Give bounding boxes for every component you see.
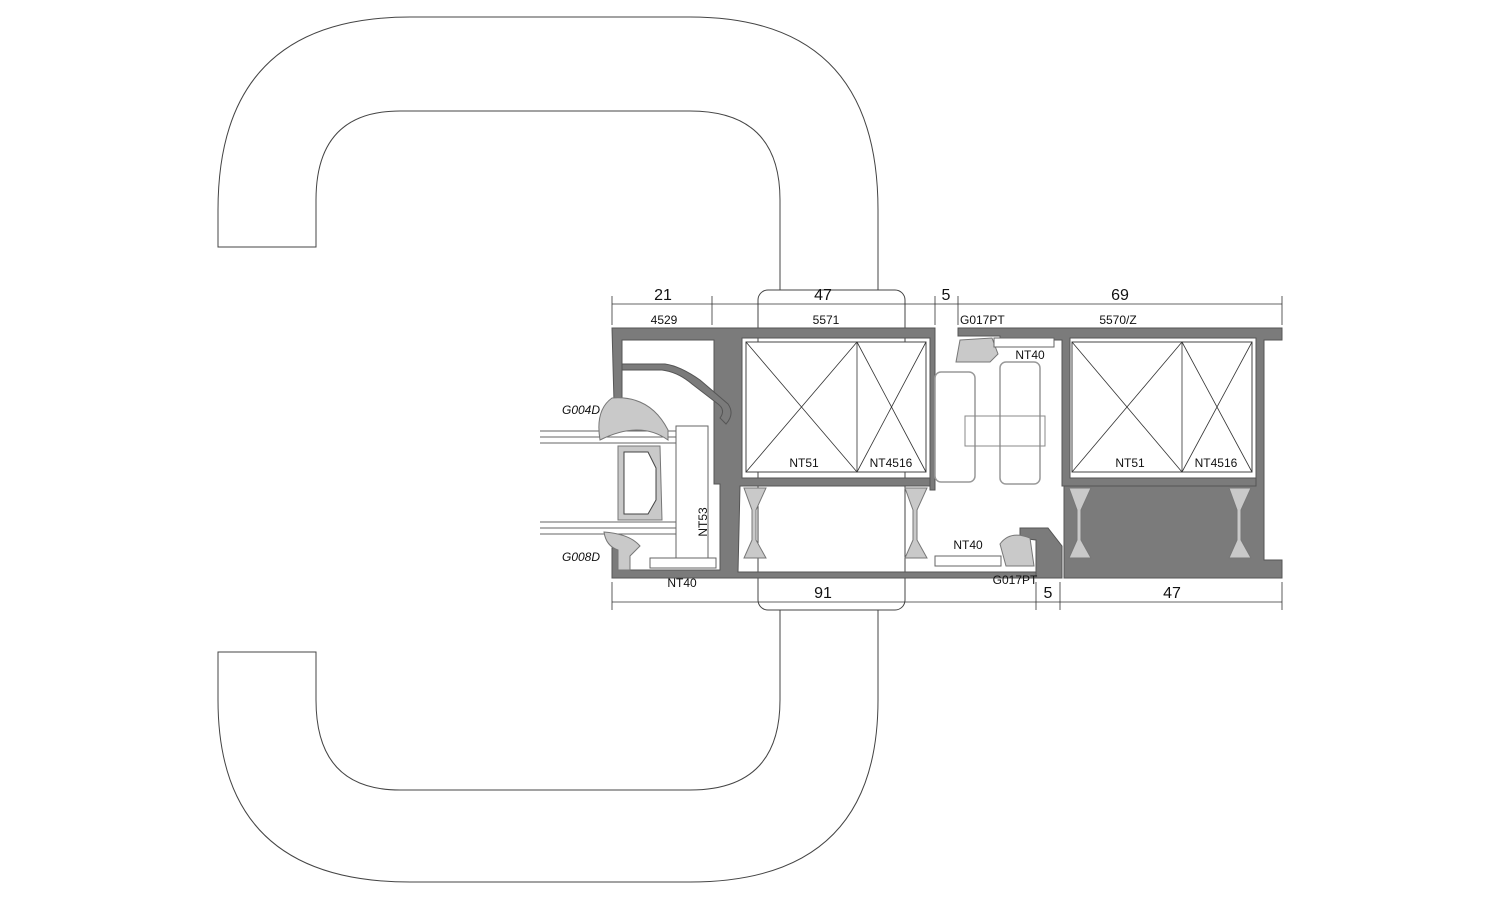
label-nt53: NT53 [696, 507, 710, 537]
sash-bead-arm [621, 363, 732, 425]
label-g017pt-top: G017PT [960, 313, 1005, 327]
label-nt51-left: NT51 [789, 456, 819, 470]
insulation-right [1071, 341, 1253, 473]
glass-unit [540, 430, 680, 535]
label-5571: 5571 [813, 313, 840, 327]
nt40-bottom-left [649, 557, 717, 569]
dim-69: 69 [1111, 287, 1129, 304]
dim-47-bottom: 47 [1163, 585, 1181, 602]
dim-5-bottom: 5 [1044, 585, 1053, 602]
nt40-top [993, 337, 1055, 348]
dim-47-top: 47 [814, 287, 832, 304]
label-5570z: 5570/Z [1099, 313, 1136, 327]
label-nt4516-right: NT4516 [1195, 456, 1238, 470]
insulation-left [745, 341, 927, 473]
nt40-bottom-mid [934, 555, 1002, 567]
gasket-g004d [598, 397, 669, 441]
label-nt40-bottom-mid: NT40 [953, 538, 983, 552]
gasket-g008d [603, 531, 641, 571]
nt53-block [675, 425, 709, 559]
gasket-g017pt-top [955, 337, 999, 363]
thermal-breaks-left [743, 487, 928, 559]
dim-91: 91 [814, 585, 832, 602]
dimension-lines [611, 296, 1283, 610]
gasket-g017pt-bottom [999, 534, 1035, 567]
label-nt4516-left: NT4516 [870, 456, 913, 470]
handle-bottom-outline [217, 599, 879, 883]
label-nt40-top: NT40 [1015, 348, 1045, 362]
label-g008d: G008D [562, 550, 600, 564]
hardware-middle [934, 361, 1046, 485]
thermal-breaks-right [1068, 487, 1252, 559]
label-4529: 4529 [651, 313, 678, 327]
label-nt40-bottom-left: NT40 [667, 576, 697, 590]
label-g017pt-bottom: G017PT [993, 573, 1038, 587]
dim-5-top: 5 [942, 287, 951, 304]
label-nt51-right: NT51 [1115, 456, 1145, 470]
label-g004d: G004D [562, 403, 600, 417]
dim-21: 21 [654, 287, 672, 304]
handle-top-outline [217, 16, 879, 301]
